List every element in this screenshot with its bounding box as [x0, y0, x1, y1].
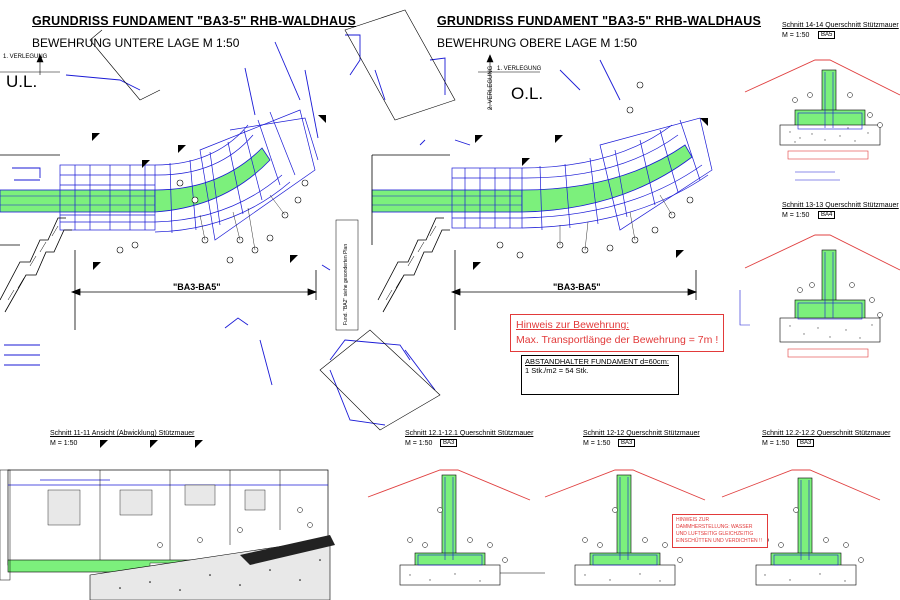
spacer-info-text: 1 Stk./m2 = 54 Stk. — [525, 366, 589, 375]
section-12-geometry — [544, 469, 706, 586]
reinforcement-note-box: Hinweis zur Bewehrung: Max. Transportlän… — [510, 314, 725, 352]
section-14-title: Schnitt 14-14 Querschnitt Stützmauer — [782, 22, 899, 29]
plan-right-subtitle: BEWEHRUNG OBERE LAGE M 1:50 — [437, 36, 638, 50]
plan-right-geometry — [319, 9, 713, 431]
section-14-geometry — [744, 59, 900, 181]
plan-right-layer-label: O.L. — [511, 84, 544, 103]
plan-left-geometry: Fund. "BA2" siehe gesonderten Plan — [0, 29, 359, 386]
section-12-2-title: Schnitt 12.2-12.2 Querschnitt Stützmauer — [762, 430, 891, 437]
section-12-1-geometry — [367, 469, 545, 586]
section-13-tag: BA4 — [818, 211, 836, 219]
ground-hatching — [409, 573, 846, 582]
section-12-2-tag: BA3 — [797, 439, 815, 447]
section-12-2-scale: M = 1:50 — [762, 440, 790, 447]
spacer-info-box: ABSTANDHALTER FUNDAMENT d=60cm: 1 Stk./m… — [521, 355, 679, 395]
plan-left-dimension-label: "BA3-BA5" — [173, 282, 221, 292]
section-12-1-scale: M = 1:50 — [405, 440, 433, 447]
section-11-scale: M = 1:50 — [50, 440, 78, 447]
plan-right-dimension-label: "BA3-BA5" — [553, 282, 601, 292]
section-13-scale: M = 1:50 — [782, 212, 810, 219]
embankment-note: HINWEIS ZUR DAMMHERSTELLUNG: WASSER UND … — [672, 514, 768, 548]
section-12-2-geometry — [721, 469, 881, 586]
spacer-info-title: ABSTANDHALTER FUNDAMENT d=60cm: — [525, 357, 669, 366]
section-12-scale: M = 1:50 — [583, 440, 611, 447]
section-12-1-title: Schnitt 12.1-12.1 Querschnitt Stützmauer — [405, 430, 534, 437]
section-13-geometry — [739, 234, 900, 358]
reinforcement-note-text: Max. Transportlänge der Bewehrung = 7m ! — [516, 334, 719, 346]
plan-left-subtitle: BEWEHRUNG UNTERE LAGE M 1:50 — [32, 36, 240, 50]
section-12-1-tag: BA3 — [440, 439, 458, 447]
plan-left-layer-label: U.L. — [6, 72, 38, 91]
section-12-title: Schnitt 12-12 Querschnitt Stützmauer — [583, 430, 700, 437]
section-14-scale: M = 1:50 — [782, 32, 810, 39]
section-11-title: Schnitt 11-11 Ansicht (Abwicklung) Stütz… — [50, 430, 195, 437]
section-14-tag: BA5 — [818, 31, 836, 39]
plan-left-direction-label: 1. VERLEGUNG — [3, 54, 48, 60]
plan-right-direction-label-2: 2. VERLEGUNG — [488, 65, 494, 110]
section-12-tag: BA3 — [618, 439, 636, 447]
plan-right-direction-label: 1. VERLEGUNG — [497, 66, 542, 72]
section-11-geometry — [0, 440, 335, 600]
svg-text:Fund. "BA2" siehe gesonderten: Fund. "BA2" siehe gesonderten Plan — [343, 244, 349, 325]
plan-left-title: GRUNDRISS FUNDAMENT "BA3-5" RHB-WALDHAUS — [32, 14, 357, 28]
plan-right-title: GRUNDRISS FUNDAMENT "BA3-5" RHB-WALDHAUS — [437, 14, 762, 28]
reinforcement-note-title: Hinweis zur Bewehrung: — [516, 319, 630, 331]
section-13-title: Schnitt 13-13 Querschnitt Stützmauer — [782, 202, 899, 209]
